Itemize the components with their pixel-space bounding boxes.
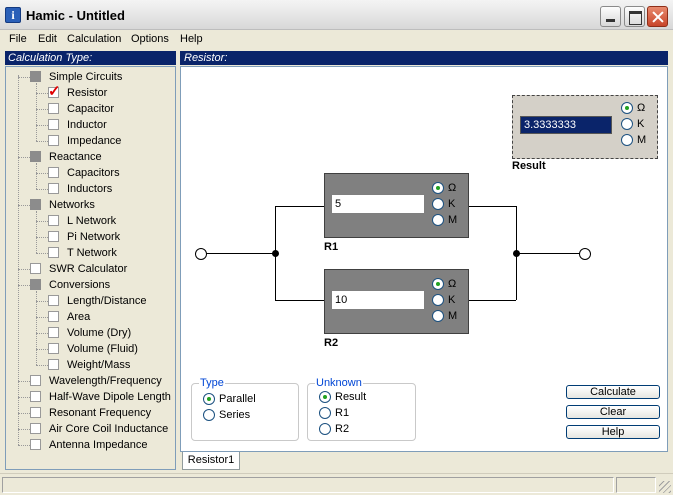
menu-calculation[interactable]: Calculation xyxy=(67,33,122,45)
help-button[interactable]: Help xyxy=(566,425,660,439)
status-pane xyxy=(616,477,656,493)
tree-line xyxy=(36,163,37,189)
resistor-header: Resistor: xyxy=(180,51,668,65)
radio-icon xyxy=(432,214,444,226)
checkbox-icon xyxy=(30,375,41,386)
unknown-group: Unknown Result R1 R2 xyxy=(307,377,416,441)
r1-input[interactable] xyxy=(331,194,425,214)
tree-line xyxy=(36,291,37,365)
wire xyxy=(207,253,275,254)
checkmark-icon: ✓ xyxy=(48,83,61,100)
tree-line xyxy=(36,211,37,253)
tree-node-icon xyxy=(30,71,41,82)
wire xyxy=(275,300,325,301)
checkbox-icon xyxy=(48,343,59,354)
tree-line xyxy=(18,75,19,445)
r1-label: R1 xyxy=(324,241,339,253)
tab-resistor1[interactable]: Resistor1 xyxy=(182,452,240,470)
radio-icon xyxy=(319,423,331,435)
r2-label: R2 xyxy=(324,337,339,349)
tree-node-icon xyxy=(30,151,41,162)
checkbox-icon xyxy=(48,87,59,98)
result-panel: Ω K M xyxy=(512,95,658,159)
input-terminal xyxy=(195,248,207,260)
title-bar: i Hamic - Untitled xyxy=(0,0,673,30)
calculation-type-header: Calculation Type: xyxy=(5,51,176,65)
circuit-canvas: Ω K M Result Ω K M xyxy=(180,66,668,452)
checkbox-icon xyxy=(30,407,41,418)
checkbox-icon xyxy=(48,167,59,178)
output-terminal xyxy=(579,248,591,260)
type-group-title: Type xyxy=(199,377,225,389)
checkbox-icon xyxy=(48,103,59,114)
tab-strip: Resistor1 xyxy=(180,452,668,470)
window-title: Hamic - Untitled xyxy=(26,8,125,23)
checkbox-icon xyxy=(30,263,41,274)
menu-bar: File Edit Calculation Options Help xyxy=(0,30,673,49)
radio-checked-icon xyxy=(432,182,444,194)
resize-grip-icon[interactable] xyxy=(659,481,671,493)
wire xyxy=(516,253,579,254)
wire xyxy=(275,206,325,207)
radio-checked-icon xyxy=(432,278,444,290)
status-bar xyxy=(0,473,673,495)
checkbox-icon xyxy=(48,311,59,322)
unknown-group-title: Unknown xyxy=(315,377,363,389)
wire xyxy=(469,300,516,301)
junction-node xyxy=(513,250,520,257)
checkbox-icon xyxy=(30,423,41,434)
menu-edit[interactable]: Edit xyxy=(38,33,57,45)
tree-node-icon xyxy=(30,199,41,210)
radio-icon xyxy=(432,310,444,322)
radio-checked-icon xyxy=(203,393,215,405)
clear-button[interactable]: Clear xyxy=(566,405,660,419)
checkbox-icon xyxy=(48,231,59,242)
menu-help[interactable]: Help xyxy=(180,33,203,45)
r2-box: Ω K M xyxy=(324,269,469,334)
checkbox-icon xyxy=(48,247,59,258)
checkbox-icon xyxy=(30,391,41,402)
result-label: Result xyxy=(512,160,546,172)
calculation-tree: Simple Circuits ✓ Resistor Capacitor Ind… xyxy=(5,66,176,470)
tree-line xyxy=(36,83,37,141)
radio-icon xyxy=(621,118,633,130)
radio-checked-icon xyxy=(319,391,331,403)
radio-checked-icon xyxy=(621,102,633,114)
radio-icon xyxy=(621,134,633,146)
status-pane xyxy=(2,477,614,493)
type-group: Type Parallel Series xyxy=(191,377,299,441)
r2-input[interactable] xyxy=(331,290,425,310)
menu-file[interactable]: File xyxy=(9,33,27,45)
radio-icon xyxy=(432,198,444,210)
radio-icon xyxy=(432,294,444,306)
checkbox-icon xyxy=(48,295,59,306)
r1-box: Ω K M xyxy=(324,173,469,238)
radio-icon xyxy=(319,407,331,419)
minimize-button[interactable] xyxy=(600,6,621,27)
menu-options[interactable]: Options xyxy=(131,33,169,45)
checkbox-icon xyxy=(48,215,59,226)
tree-node-icon xyxy=(30,279,41,290)
calculate-button[interactable]: Calculate xyxy=(566,385,660,399)
checkbox-icon xyxy=(48,327,59,338)
checkbox-icon xyxy=(48,119,59,130)
checkbox-icon xyxy=(30,439,41,450)
checkbox-icon xyxy=(48,135,59,146)
result-field[interactable] xyxy=(520,116,612,134)
checkbox-icon xyxy=(48,183,59,194)
close-button[interactable] xyxy=(647,6,668,27)
radio-icon xyxy=(203,409,215,421)
maximize-button[interactable] xyxy=(624,6,645,27)
checkbox-icon xyxy=(48,359,59,370)
wire xyxy=(469,206,516,207)
app-icon: i xyxy=(5,7,21,23)
junction-node xyxy=(272,250,279,257)
